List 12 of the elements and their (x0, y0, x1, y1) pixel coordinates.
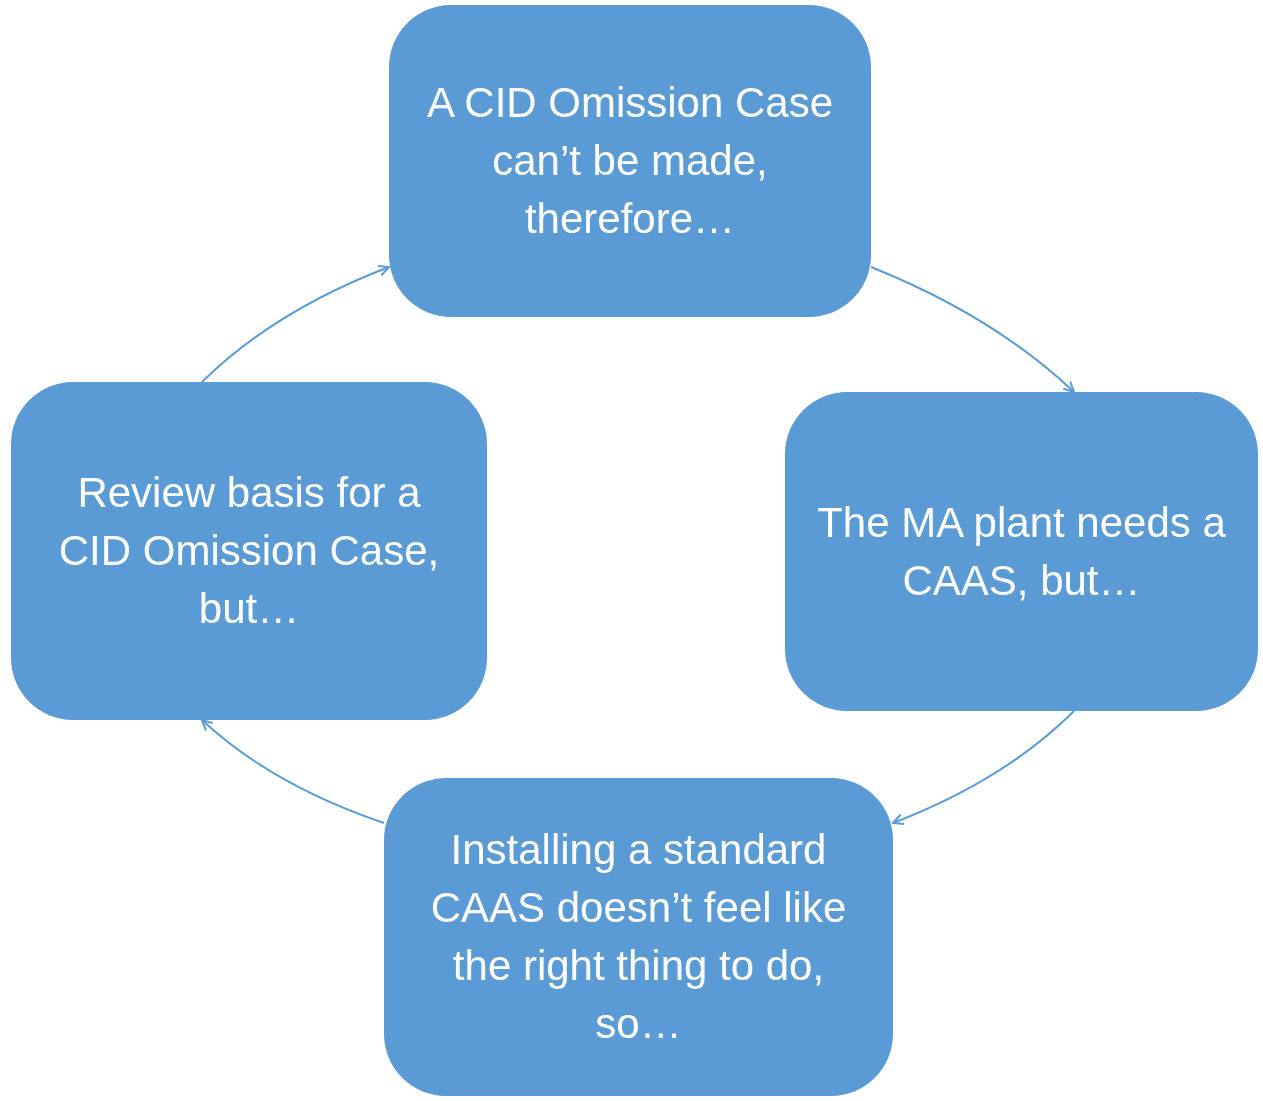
process-box (11, 382, 487, 720)
curved-arrow (201, 719, 385, 824)
curved-arrow (870, 266, 1075, 393)
box-text: Installing a standard CAAS doesn’t feel like the right thing to do, so… (429, 825, 848, 1049)
curved-arrow (201, 265, 390, 383)
box-text: The MA plant needs a CAAS, but… (816, 497, 1227, 606)
process-box (384, 778, 893, 1096)
process-box (389, 5, 871, 317)
box-text: Review basis for a CID Omission Case, but… (57, 468, 441, 634)
curved-arrow (892, 710, 1075, 825)
process-box (785, 392, 1258, 711)
box-text: A CID Omission Case can’t be made, therefore… (425, 78, 835, 244)
